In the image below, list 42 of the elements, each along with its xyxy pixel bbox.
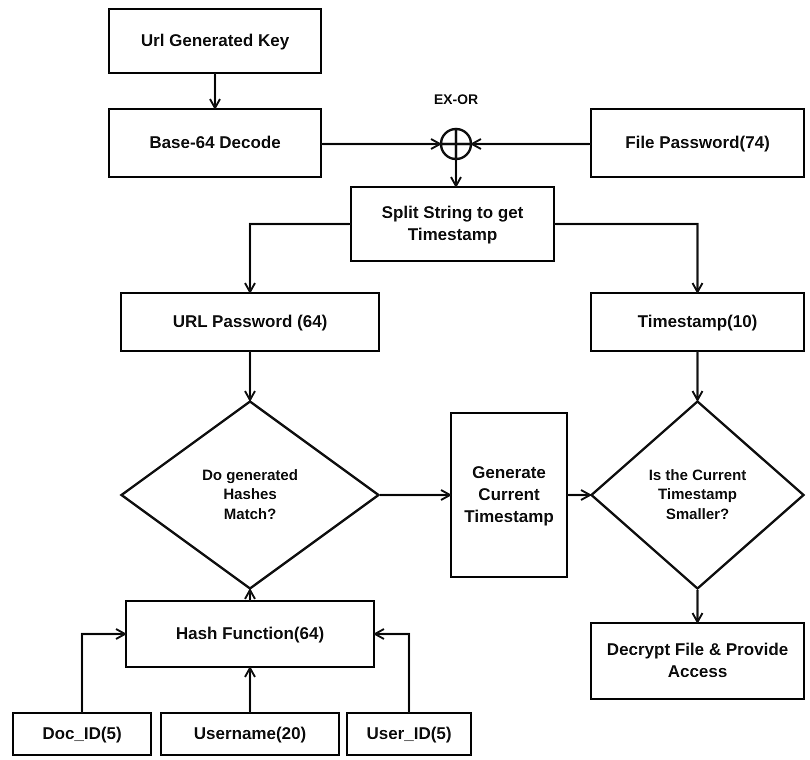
node-label: Timestamp(10) <box>638 310 758 333</box>
node-label: Username(20) <box>194 722 306 745</box>
node-label: Generate Current Timestamp <box>463 462 555 528</box>
node-label: Is the Current Timestamp Smaller? <box>648 466 748 524</box>
arrow <box>80 628 126 712</box>
process-box <box>120 292 380 352</box>
arrow <box>380 489 451 501</box>
node-label: Doc_ID(5) <box>42 722 122 745</box>
process-box <box>12 712 152 756</box>
arrow <box>692 590 704 623</box>
process-box <box>125 600 375 668</box>
node-label: URL Password (64) <box>172 310 328 333</box>
process-box <box>160 712 340 756</box>
node-label: Decrypt File & Provide Access <box>606 638 790 683</box>
arrow <box>209 74 221 109</box>
process-box <box>450 412 568 578</box>
node-label: Do generated Hashes Match? <box>201 466 299 524</box>
process-box <box>108 8 322 74</box>
process-box <box>346 712 472 756</box>
arrow <box>244 589 256 600</box>
arrow <box>244 222 350 293</box>
node-label: User_ID(5) <box>366 722 452 745</box>
arrow <box>374 628 410 712</box>
arrow <box>244 352 256 401</box>
arrow <box>568 489 591 501</box>
process-box <box>108 108 322 178</box>
process-box <box>590 292 805 352</box>
node-label: Split String to get Timestamp <box>380 202 524 246</box>
arrow <box>555 222 704 293</box>
arrow <box>450 160 462 187</box>
arrow <box>692 352 704 401</box>
operator-label: EX-OR <box>434 90 478 108</box>
arrow <box>471 138 590 150</box>
arrow <box>322 138 441 150</box>
process-box <box>590 622 805 700</box>
arrow <box>244 667 256 712</box>
node-label: File Password(74) <box>625 132 770 154</box>
node-label: Base-64 Decode <box>149 132 281 154</box>
node-label: Hash Function(64) <box>176 622 324 645</box>
node-label: Url Generated Key <box>140 30 290 52</box>
process-box <box>590 108 805 178</box>
process-box <box>350 186 555 262</box>
